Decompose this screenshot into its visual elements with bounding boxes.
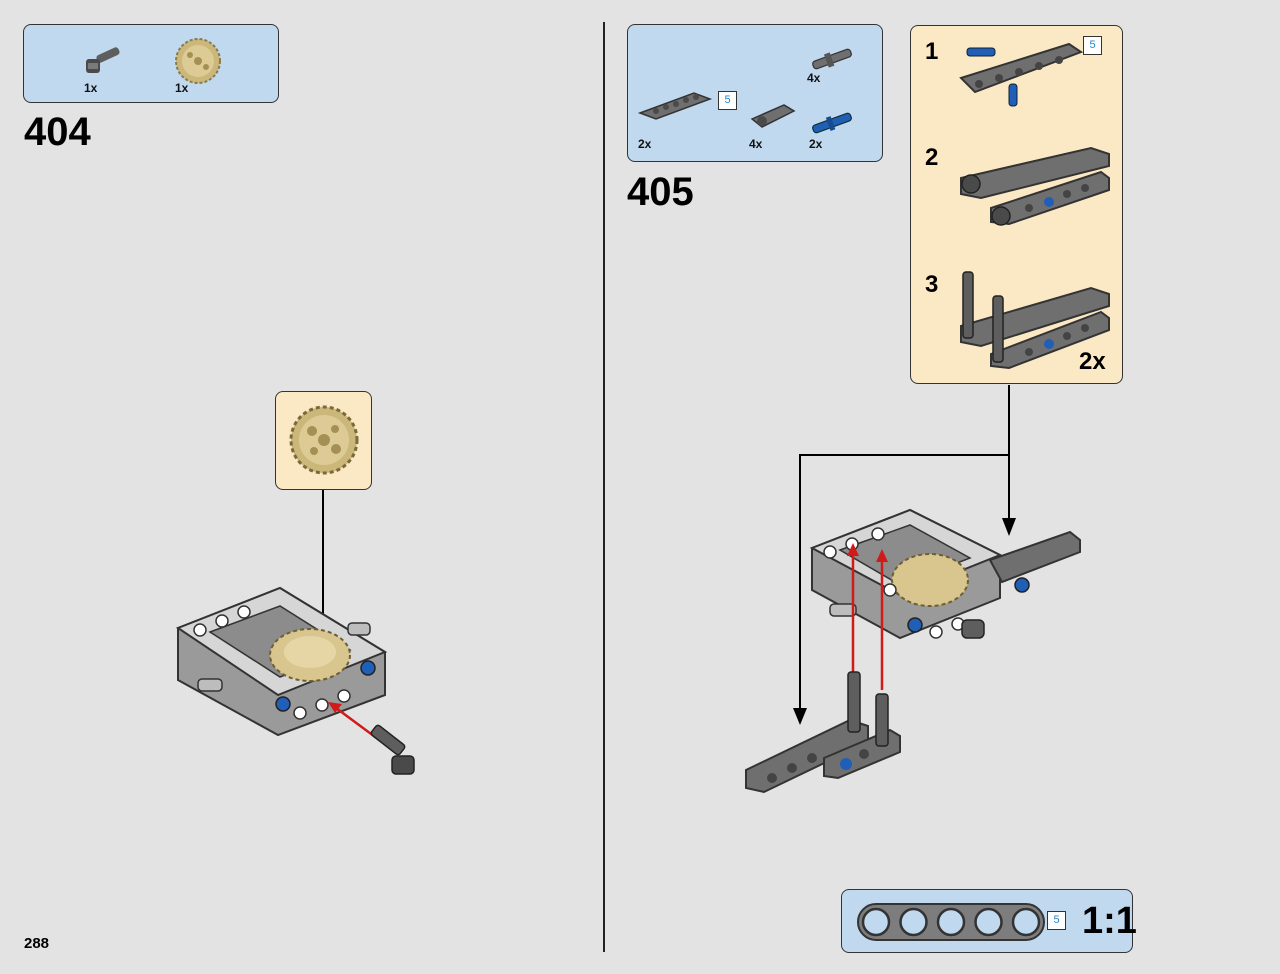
part-count: 4x [807, 71, 821, 85]
scale-label: 1:1 [1082, 900, 1137, 942]
gear-callout-box [275, 391, 372, 490]
parts-list-box-405: 2x 5 4x 4x 2x [627, 24, 883, 162]
gear-24-tooth-icon [175, 38, 221, 84]
substep-3-diagram [960, 271, 1110, 370]
part-count: 2x [638, 137, 652, 151]
assembly-diagram-405 [745, 385, 1081, 794]
substep-number: 2 [925, 144, 939, 171]
part-count: 2x [809, 137, 823, 151]
subassembly-multiplier: 2x [1079, 348, 1106, 375]
substep-1-diagram [959, 42, 1084, 107]
axle-pin-icon [86, 47, 120, 73]
subassembly-box: 1 2 3 5 2x [910, 25, 1123, 384]
scale-reference-box: 5 1:1 [841, 889, 1137, 953]
gear-24-tooth-icon [289, 405, 359, 475]
assembly-diagram-404 [175, 490, 415, 775]
step-number-404: 404 [24, 110, 91, 154]
part-count: 1x [175, 81, 189, 95]
beam-5-icon [637, 92, 713, 120]
substep-number: 3 [925, 271, 939, 298]
beam-length-badge: 5 [718, 91, 737, 110]
axle-pin-connector-icon [750, 104, 796, 128]
substep-2-diagram [960, 146, 1110, 226]
scale-length-badge: 5 [1047, 911, 1066, 930]
beam-5-scale-icon [857, 903, 1045, 941]
page-divider [603, 22, 605, 952]
parts-list-box-404: 1x 1x [23, 24, 279, 103]
axle-with-stop-icon [812, 48, 852, 70]
page-number: 288 [24, 935, 50, 952]
part-count: 1x [84, 81, 98, 95]
step-number-405: 405 [627, 170, 694, 214]
blue-pin-icon [812, 112, 852, 134]
substep-number: 1 [925, 38, 939, 65]
part-count: 4x [749, 137, 763, 151]
beam-length-badge: 5 [1083, 36, 1102, 55]
